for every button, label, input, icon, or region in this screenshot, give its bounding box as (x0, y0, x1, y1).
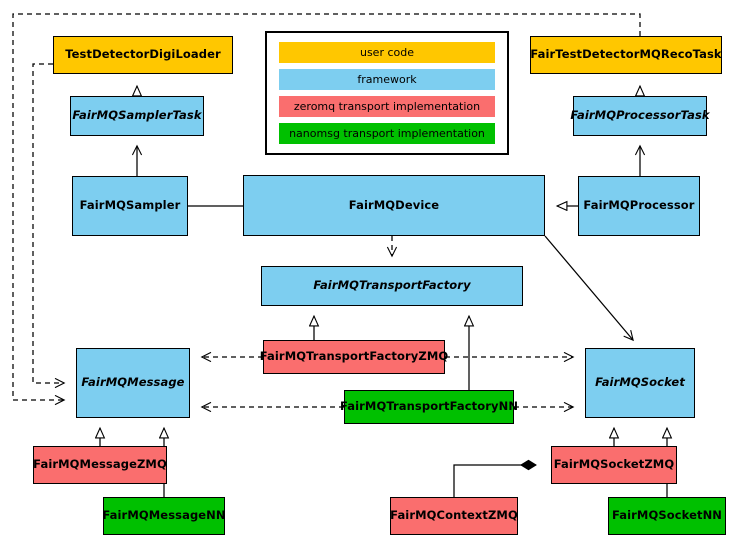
class-box-label: TestDetectorDigiLoader (65, 47, 221, 62)
legend-item-zeromq: zeromq transport implementation (279, 96, 495, 117)
class-box-FairTestDetectorMQRecoTask[interactable]: FairTestDetectorMQRecoTask (530, 36, 722, 74)
class-box-FairMQContextZMQ[interactable]: FairMQContextZMQ (390, 497, 518, 535)
legend-label-user-code: user code (359, 46, 415, 59)
class-box-label: FairMQProcessorTask (570, 108, 710, 123)
class-box-FairMQSampler[interactable]: FairMQSampler (72, 176, 188, 236)
class-box-label: FairMQDevice (348, 197, 440, 212)
class-box-TestDetectorDigiLoader[interactable]: TestDetectorDigiLoader (53, 36, 233, 74)
class-box-label: FairMQSocketZMQ (553, 457, 675, 472)
class-box-label: FairMQMessage (81, 375, 185, 390)
legend-item-nanomsg: nanomsg transport implementation (279, 123, 495, 144)
class-box-label: FairMQMessageNN (102, 508, 226, 523)
class-box-FairMQTransportFactoryZMQ[interactable]: FairMQTransportFactoryZMQ (260, 340, 448, 374)
class-box-FairMQSamplerTask[interactable]: FairMQSamplerTask (70, 96, 204, 136)
class-box-FairMQTransportFactory[interactable]: FairMQTransportFactory (261, 266, 523, 306)
class-box-label: FairMQTransportFactoryNN (339, 399, 519, 414)
legend-label-framework: framework (357, 73, 417, 86)
class-box-label: FairTestDetectorMQRecoTask (530, 47, 722, 62)
class-box-FairMQMessage[interactable]: FairMQMessage (76, 348, 190, 418)
class-box-label: FairMQSocket (595, 375, 685, 390)
edge-device-socket (544, 235, 633, 340)
legend: user code framework zeromq transport imp… (265, 31, 509, 155)
legend-label-zeromq: zeromq transport implementation (293, 100, 481, 113)
class-box-FairMQSocket[interactable]: FairMQSocket (585, 348, 695, 418)
legend-label-nanomsg: nanomsg transport implementation (289, 127, 485, 140)
edge-digiloader-message (32, 63, 64, 383)
class-box-label: FairMQMessageZMQ (33, 457, 167, 472)
class-box-label: FairMQTransportFactory (313, 278, 471, 293)
class-box-FairMQMessageNN[interactable]: FairMQMessageNN (102, 497, 226, 535)
class-box-label: FairMQSampler (79, 198, 181, 213)
class-box-label: FairMQTransportFactoryZMQ (259, 349, 449, 364)
class-box-FairMQDevice[interactable]: FairMQDevice (243, 175, 545, 236)
class-box-label: FairMQContextZMQ (390, 508, 518, 523)
class-box-label: FairMQSocketNN (611, 508, 723, 523)
class-box-FairMQProcessorTask[interactable]: FairMQProcessorTask (570, 96, 710, 136)
legend-item-user-code: user code (279, 42, 495, 63)
legend-item-framework: framework (279, 69, 495, 90)
class-box-FairMQMessageZMQ[interactable]: FairMQMessageZMQ (33, 446, 167, 484)
class-box-FairMQTransportFactoryNN[interactable]: FairMQTransportFactoryNN (340, 390, 518, 424)
class-box-FairMQSocketZMQ[interactable]: FairMQSocketZMQ (551, 446, 677, 484)
class-box-FairMQProcessor[interactable]: FairMQProcessor (578, 176, 700, 236)
class-box-FairMQSocketNN[interactable]: FairMQSocketNN (608, 497, 726, 535)
class-box-label: FairMQSamplerTask (72, 108, 202, 123)
class-box-label: FairMQProcessor (583, 198, 695, 213)
